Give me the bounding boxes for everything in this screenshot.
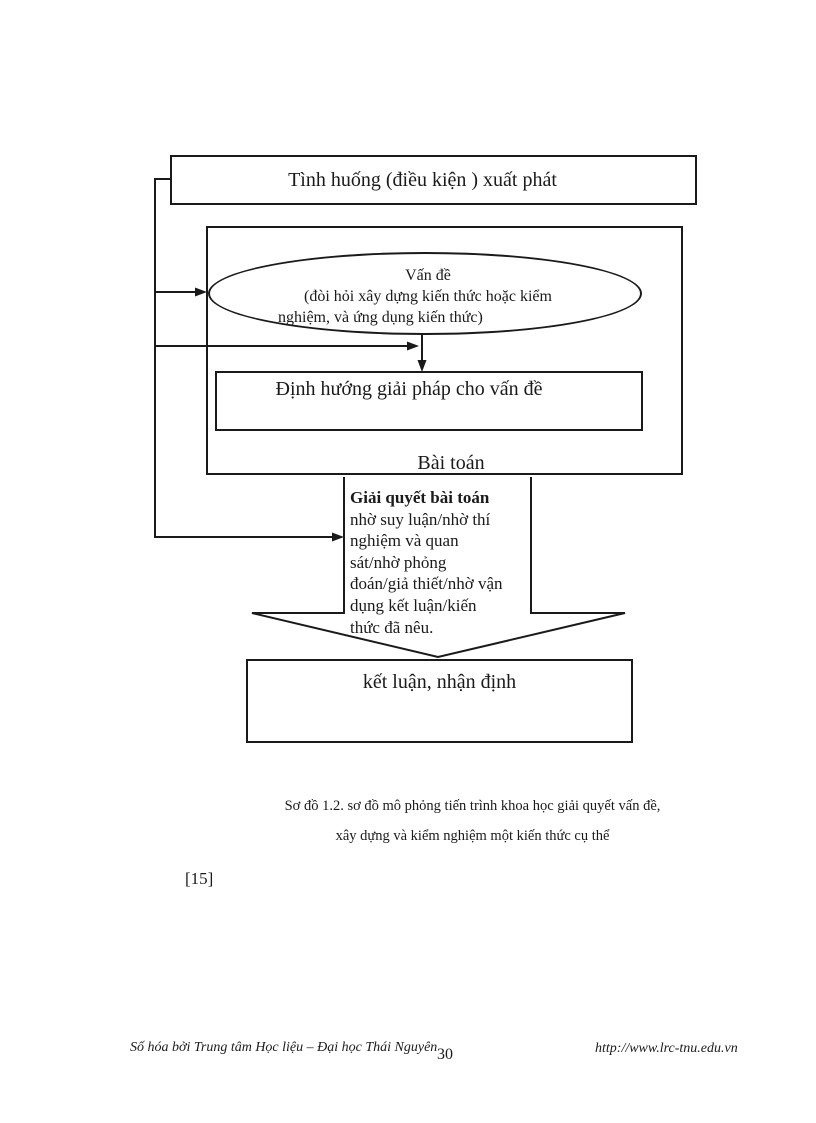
arrow-to-solve-head xyxy=(332,532,344,542)
conclusion-box: kết luận, nhận định xyxy=(246,659,633,743)
reference-label: [15] xyxy=(185,869,214,888)
problem-ellipse-text: Vấn đề (đòi hỏi xây dựng kiến thức hoặc … xyxy=(278,265,578,328)
solve-line-7: thức đã nêu. xyxy=(350,617,434,637)
start-condition-label: Tình huống (điều kiện ) xuất phát xyxy=(288,168,557,191)
solve-line-1: Giải quyết bài toán xyxy=(350,488,490,507)
solve-line-4: sát/nhờ phỏng xyxy=(350,552,447,572)
solve-line-2: nhờ suy luận/nhờ thí xyxy=(350,509,491,529)
connector-left-line xyxy=(154,178,170,538)
solve-line-6: dụng kết luận/kiến xyxy=(350,595,477,615)
figure-caption: Sơ đồ 1.2. sơ đồ mô phỏng tiến trình kho… xyxy=(250,791,695,851)
problem-line-2: (đòi hỏi xây dựng kiến thức hoặc kiểm xyxy=(304,288,552,305)
solve-line-5: đoán/giả thiết/nhờ vận xyxy=(350,574,503,594)
start-condition-box: Tình huống (điều kiện ) xuất phát xyxy=(170,155,697,205)
bai-toan-label: Bài toán xyxy=(417,452,485,474)
problem-line-1: Vấn đề xyxy=(405,267,451,284)
solve-line-3: nghiệm và quan xyxy=(350,531,459,551)
problem-line-3: nghiệm, và ứng dụng kiến thức) xyxy=(278,309,483,326)
footer-source-text: Số hóa bởi Trung tâm Học liệu – Đại học … xyxy=(130,1040,438,1055)
footer-page-number: 30 xyxy=(437,1046,453,1063)
problem-ellipse xyxy=(208,252,642,335)
caption-line-1: Sơ đồ 1.2. sơ đồ mô phỏng tiến trình kho… xyxy=(284,798,661,814)
caption-line-2: xây dựng và kiểm nghiệm một kiến thức cụ… xyxy=(335,828,610,844)
orientation-label: Định hướng giải pháp cho vấn đề xyxy=(275,378,543,400)
conclusion-label: kết luận, nhận định xyxy=(362,671,517,693)
footer-url: http://www.lrc-tnu.edu.vn xyxy=(595,1041,738,1056)
solve-text-block: Giải quyết bài toán nhờ suy luận/nhờ thí… xyxy=(350,487,534,638)
orientation-box: Định hướng giải pháp cho vấn đề xyxy=(215,371,643,431)
